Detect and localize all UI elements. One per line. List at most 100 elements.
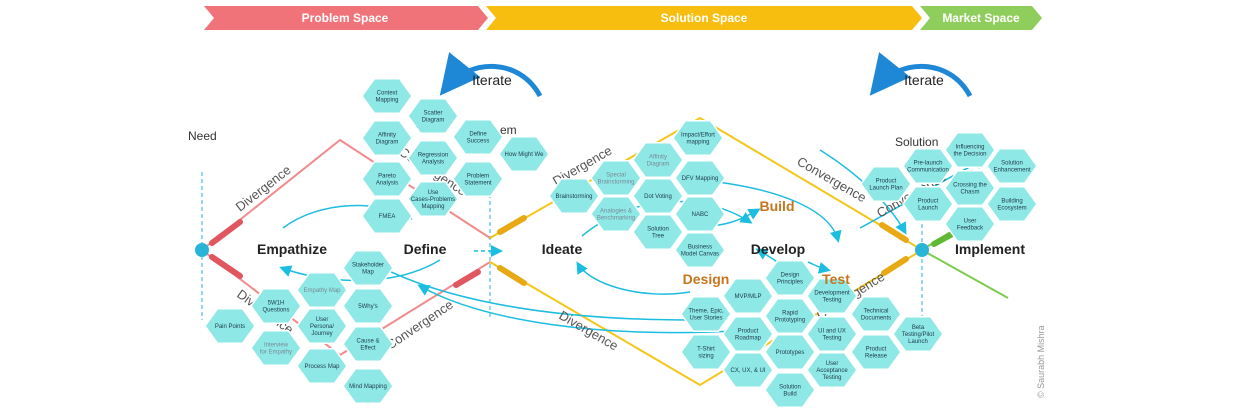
hex-shape	[850, 333, 902, 371]
test-arrow	[807, 261, 831, 274]
phase-build: Build	[760, 198, 795, 214]
hex-shape	[407, 97, 459, 135]
hex-tool: MVP/MLP	[722, 277, 774, 315]
solution-space-label: Solution Space	[661, 11, 748, 25]
hex-shape	[296, 347, 348, 385]
hex-shape	[250, 329, 302, 367]
phase-empathize: Empathize	[257, 241, 327, 257]
hex-shape	[407, 139, 459, 177]
hex-label: Mind Mapping	[349, 384, 387, 390]
hex-shape	[806, 351, 858, 389]
market-space-label: Market Space	[942, 11, 1020, 25]
hex-shape	[944, 205, 996, 243]
phase-design: Design	[683, 271, 730, 287]
hex-shape	[944, 131, 996, 169]
hex-tool: FMEA	[361, 197, 413, 235]
hex-label: NABC	[692, 212, 709, 218]
hex-shape	[361, 160, 413, 198]
hex-label: Prototypes	[776, 350, 805, 356]
problem-space-banner	[204, 6, 488, 30]
hex-shape	[361, 119, 413, 157]
market-line-down	[921, 249, 1009, 299]
hex-shape	[204, 307, 256, 345]
hex-shape	[452, 118, 504, 156]
hex-label: Analogies &Benchmarking	[597, 209, 635, 222]
hex-shape	[407, 180, 459, 218]
hex-shape	[632, 141, 684, 179]
pencil-icon	[453, 269, 481, 288]
hex-shape	[590, 195, 642, 233]
hex-label: Empathy Map	[303, 288, 341, 294]
hex-tool: Cause &Effect	[342, 325, 394, 363]
phase-implement: Implement	[955, 241, 1025, 257]
hex-shape	[764, 371, 816, 409]
hex-shape	[342, 249, 394, 287]
hex-shape	[764, 297, 816, 335]
phase-ideate: Ideate	[542, 241, 583, 257]
hex-shape	[722, 277, 774, 315]
hex-shape	[764, 259, 816, 297]
need-node	[195, 243, 209, 257]
market-space-banner	[920, 6, 1042, 30]
pencil-icon	[497, 265, 527, 286]
phase-test: Test	[822, 271, 850, 287]
hex-label: 5Why's	[358, 304, 377, 310]
solution-label: Solution	[895, 135, 938, 149]
hex-shape	[548, 177, 600, 215]
hex-label: Brainstorming	[555, 194, 592, 200]
hex-shape	[986, 185, 1038, 223]
hex-shape	[892, 315, 944, 353]
hex-shape	[361, 77, 413, 115]
hex-shape	[680, 333, 732, 371]
hex-shape	[944, 169, 996, 207]
iterate-left-arrow	[439, 52, 543, 98]
hex-shape	[722, 351, 774, 389]
phase-define: Define	[404, 241, 447, 257]
hex-tool: 5Why's	[342, 287, 394, 325]
hex-shape	[722, 315, 774, 353]
hex-shape	[498, 135, 550, 173]
hex-shape	[764, 333, 816, 371]
hex-shape	[674, 159, 726, 197]
solution-node	[915, 243, 929, 257]
hex-label: Dot Voting	[644, 194, 672, 200]
hex-tool: Analogies &Benchmarking	[590, 195, 642, 233]
hex-label: DFV Mapping	[682, 176, 719, 182]
hex-shape	[860, 165, 912, 203]
hex-shape	[342, 367, 394, 405]
hex-label: MVP/MLP	[734, 294, 761, 300]
hex-shape	[674, 195, 726, 233]
